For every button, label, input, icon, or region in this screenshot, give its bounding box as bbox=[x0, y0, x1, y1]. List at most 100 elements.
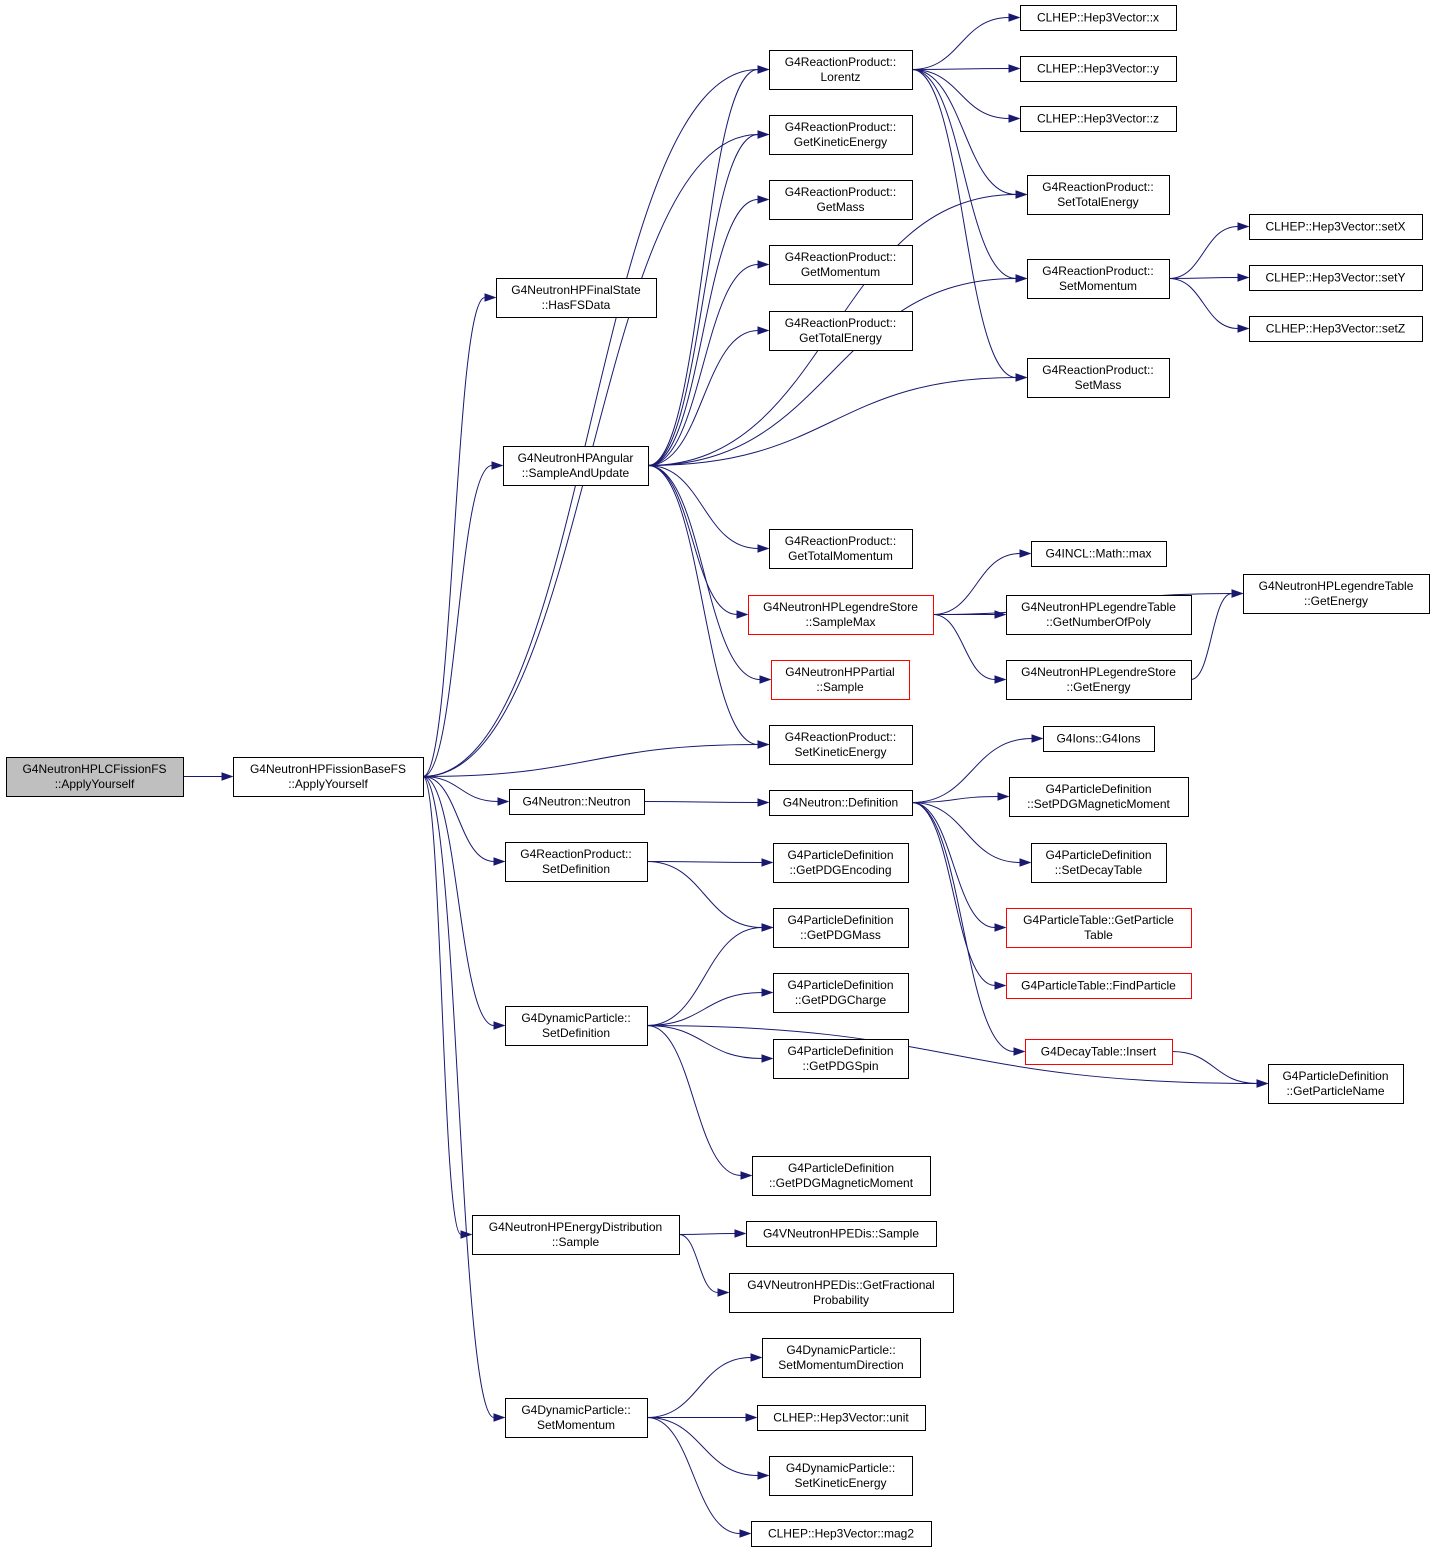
node-label: G4Neutron::Neutron bbox=[522, 795, 630, 809]
node-sette[interactable]: G4ReactionProduct::SetTotalEnergy bbox=[1027, 175, 1170, 215]
arrowhead bbox=[493, 857, 506, 866]
node-hz[interactable]: CLHEP::Hep3Vector::z bbox=[1020, 106, 1177, 132]
node-label: ::SampleAndUpdate bbox=[522, 466, 630, 480]
node-label: ::HasFSData bbox=[542, 298, 611, 312]
call-edge-base-to-rpsetdef bbox=[422, 776, 506, 866]
node-pdgmm[interactable]: G4ParticleDefinition::GetPDGMagneticMome… bbox=[752, 1156, 931, 1196]
call-edge-angular-to-partial bbox=[647, 465, 772, 684]
arrowhead bbox=[761, 1054, 774, 1063]
node-pdgcharge[interactable]: G4ParticleDefinition::GetPDGCharge bbox=[773, 973, 909, 1013]
node-box bbox=[769, 529, 913, 569]
node-partial[interactable]: G4NeutronHPPartial::Sample bbox=[771, 660, 910, 700]
node-setX[interactable]: CLHEP::Hep3Vector::setX bbox=[1249, 214, 1423, 240]
node-storeE[interactable]: G4NeutronHPLegendreStore::GetEnergy bbox=[1006, 660, 1192, 700]
node-box bbox=[1020, 56, 1177, 82]
node-hasfs[interactable]: G4NeutronHPFinalState::HasFSData bbox=[496, 278, 657, 318]
node-mag2[interactable]: CLHEP::Hep3Vector::mag2 bbox=[751, 1521, 932, 1547]
call-edge-neutron-to-ndef bbox=[643, 798, 770, 807]
edge-line bbox=[1168, 226, 1239, 279]
node-setZ[interactable]: CLHEP::Hep3Vector::setZ bbox=[1249, 316, 1423, 342]
node-rpsetdef[interactable]: G4ReactionProduct::SetDefinition bbox=[505, 842, 648, 882]
arrowhead bbox=[1237, 222, 1250, 231]
edge-line bbox=[647, 199, 759, 466]
edge-line bbox=[678, 1234, 719, 1293]
node-hx[interactable]: CLHEP::Hep3Vector::x bbox=[1020, 5, 1177, 31]
node-setke[interactable]: G4ReactionProduct::SetKineticEnergy bbox=[769, 725, 913, 765]
node-ndef[interactable]: G4Neutron::Definition bbox=[769, 790, 913, 816]
edge-line bbox=[911, 802, 996, 928]
node-box bbox=[757, 1405, 926, 1431]
node-pdgspin[interactable]: G4ParticleDefinition::GetPDGSpin bbox=[773, 1039, 909, 1079]
node-edist[interactable]: G4NeutronHPEnergyDistribution::Sample bbox=[472, 1215, 680, 1255]
edge-line bbox=[911, 802, 996, 986]
node-insert[interactable]: G4DecayTable::Insert bbox=[1025, 1039, 1173, 1065]
node-label: CLHEP::Hep3Vector::setZ bbox=[1266, 322, 1405, 336]
node-root[interactable]: G4NeutronHPLCFissionFS::ApplyYourself bbox=[6, 757, 184, 797]
node-setmass[interactable]: G4ReactionProduct::SetMass bbox=[1027, 358, 1170, 398]
arrowhead bbox=[757, 1471, 770, 1480]
node-dpsetdef[interactable]: G4DynamicParticle::SetDefinition bbox=[505, 1006, 648, 1046]
node-label: G4ParticleDefinition bbox=[787, 978, 893, 992]
node-unit[interactable]: CLHEP::Hep3Vector::unit bbox=[757, 1405, 926, 1431]
node-base[interactable]: G4NeutronHPFissionBaseFS::ApplyYourself bbox=[233, 757, 424, 797]
arrowhead bbox=[736, 610, 749, 619]
node-ions[interactable]: G4Ions::G4Ions bbox=[1043, 726, 1155, 752]
node-label: G4NeutronHPFissionBaseFS bbox=[250, 762, 406, 776]
edge-line bbox=[647, 278, 1017, 466]
node-setdecay[interactable]: G4ParticleDefinition::SetDecayTable bbox=[1031, 843, 1167, 883]
node-label: G4DecayTable::Insert bbox=[1041, 1045, 1157, 1059]
function-nodes: G4NeutronHPLCFissionFS::ApplyYourselfG4N… bbox=[6, 5, 1430, 1547]
node-dpsetke[interactable]: G4DynamicParticle::SetKineticEnergy bbox=[769, 1456, 913, 1496]
node-angular[interactable]: G4NeutronHPAngular::SampleAndUpdate bbox=[503, 446, 649, 486]
node-label: G4NeutronHPFinalState bbox=[511, 283, 641, 297]
node-getmom[interactable]: G4ReactionProduct::GetMomentum bbox=[769, 245, 913, 285]
edge-line bbox=[1168, 277, 1239, 279]
node-lorentz[interactable]: G4ReactionProduct::Lorentz bbox=[769, 50, 913, 90]
node-label: G4ReactionProduct:: bbox=[785, 316, 896, 330]
node-numpoly[interactable]: G4NeutronHPLegendreTable::GetNumberOfPol… bbox=[1006, 595, 1192, 635]
node-gette[interactable]: G4ReactionProduct::GetTotalEnergy bbox=[769, 311, 913, 351]
node-pdgmass[interactable]: G4ParticleDefinition::GetPDGMass bbox=[773, 908, 909, 948]
node-pdgenc[interactable]: G4ParticleDefinition::GetPDGEncoding bbox=[773, 843, 909, 883]
node-vsample[interactable]: G4VNeutronHPEDis::Sample bbox=[746, 1221, 937, 1247]
node-setpdgmm[interactable]: G4ParticleDefinition::SetPDGMagneticMome… bbox=[1009, 777, 1189, 817]
node-vfrac[interactable]: G4VNeutronHPEDis::GetFractionalProbabili… bbox=[729, 1273, 954, 1313]
node-label: G4VNeutronHPEDis::GetFractional bbox=[747, 1278, 934, 1292]
node-neutron[interactable]: G4Neutron::Neutron bbox=[509, 789, 645, 815]
arrowhead bbox=[750, 1353, 763, 1362]
node-label: SetMomentumDirection bbox=[778, 1358, 903, 1372]
node-hy[interactable]: CLHEP::Hep3Vector::y bbox=[1020, 56, 1177, 82]
call-edge-base-to-neutron bbox=[422, 776, 510, 806]
node-box bbox=[1249, 265, 1423, 291]
node-getmass[interactable]: G4ReactionProduct::GetMass bbox=[769, 180, 913, 220]
arrowhead bbox=[739, 1529, 752, 1538]
call-edge-angular-to-samplemax bbox=[647, 465, 749, 619]
edge-line bbox=[932, 614, 996, 680]
node-getke[interactable]: G4ReactionProduct::GetKineticEnergy bbox=[769, 115, 913, 155]
node-samplemax[interactable]: G4NeutronHPLegendreStore::SampleMax bbox=[748, 595, 934, 635]
node-box bbox=[505, 1398, 648, 1438]
node-tableE[interactable]: G4NeutronHPLegendreTable::GetEnergy bbox=[1243, 574, 1430, 614]
node-findpart[interactable]: G4ParticleTable::FindParticle bbox=[1006, 973, 1192, 999]
node-setmom[interactable]: G4ReactionProduct::SetMomentum bbox=[1027, 259, 1170, 299]
node-label: SetMomentum bbox=[537, 1418, 615, 1432]
edge-line bbox=[911, 17, 1010, 70]
node-setmomdir[interactable]: G4DynamicParticle::SetMomentumDirection bbox=[762, 1338, 921, 1378]
call-edge-edist-to-vsample bbox=[678, 1229, 747, 1238]
call-edge-insert-to-pname bbox=[1171, 1051, 1269, 1088]
node-gettm[interactable]: G4ReactionProduct::GetTotalMomentum bbox=[769, 529, 913, 569]
call-edge-dpsetdef-to-pdgmass bbox=[646, 923, 774, 1026]
node-dpsetmom[interactable]: G4DynamicParticle::SetMomentum bbox=[505, 1398, 648, 1438]
node-setY[interactable]: CLHEP::Hep3Vector::setY bbox=[1249, 265, 1423, 291]
node-box bbox=[1006, 973, 1192, 999]
call-edge-base-to-edist bbox=[422, 776, 473, 1239]
edge-line bbox=[678, 1233, 736, 1235]
call-edge-angular-to-lorentz bbox=[647, 65, 770, 466]
node-pname[interactable]: G4ParticleDefinition::GetParticleName bbox=[1268, 1064, 1404, 1104]
node-label: SetDefinition bbox=[542, 862, 610, 876]
node-box bbox=[769, 245, 913, 285]
edge-line bbox=[911, 738, 1033, 803]
node-mathmax[interactable]: G4INCL::Math::max bbox=[1031, 541, 1167, 567]
node-label: ::GetEnergy bbox=[1304, 594, 1368, 608]
